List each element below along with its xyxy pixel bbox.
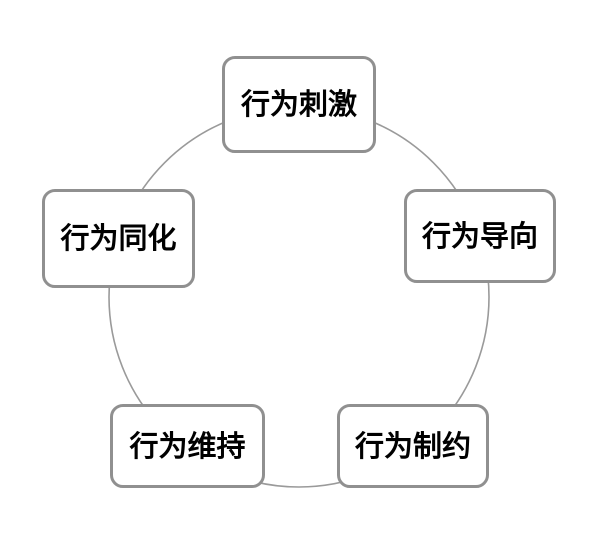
node-orientation[interactable]: 行为导向 xyxy=(404,189,556,283)
node-maintenance[interactable]: 行为维持 xyxy=(110,404,265,488)
node-label-restriction: 行为制约 xyxy=(354,428,471,463)
node-stimulation[interactable]: 行为刺激 xyxy=(222,56,376,153)
node-label-maintenance: 行为维持 xyxy=(129,428,246,463)
node-restriction[interactable]: 行为制约 xyxy=(337,404,489,488)
node-assimilation[interactable]: 行为同化 xyxy=(42,189,195,288)
node-label-orientation: 行为导向 xyxy=(421,218,538,253)
node-label-assimilation: 行为同化 xyxy=(60,221,177,255)
node-label-stimulation: 行为刺激 xyxy=(240,87,357,121)
